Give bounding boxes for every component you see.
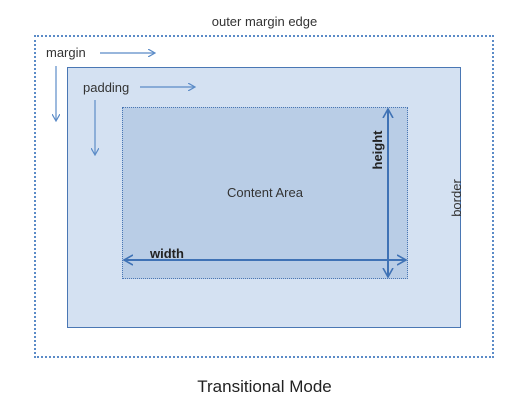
outer-margin-edge (34, 35, 494, 358)
content-area-label: Content Area (227, 185, 303, 200)
margin-label: margin (46, 45, 86, 60)
content-area-box (122, 107, 408, 279)
padding-label: padding (83, 80, 130, 95)
outer-margin-edge-label: outer margin edge (211, 14, 318, 29)
diagram-caption: Transitional Mode (197, 377, 332, 396)
